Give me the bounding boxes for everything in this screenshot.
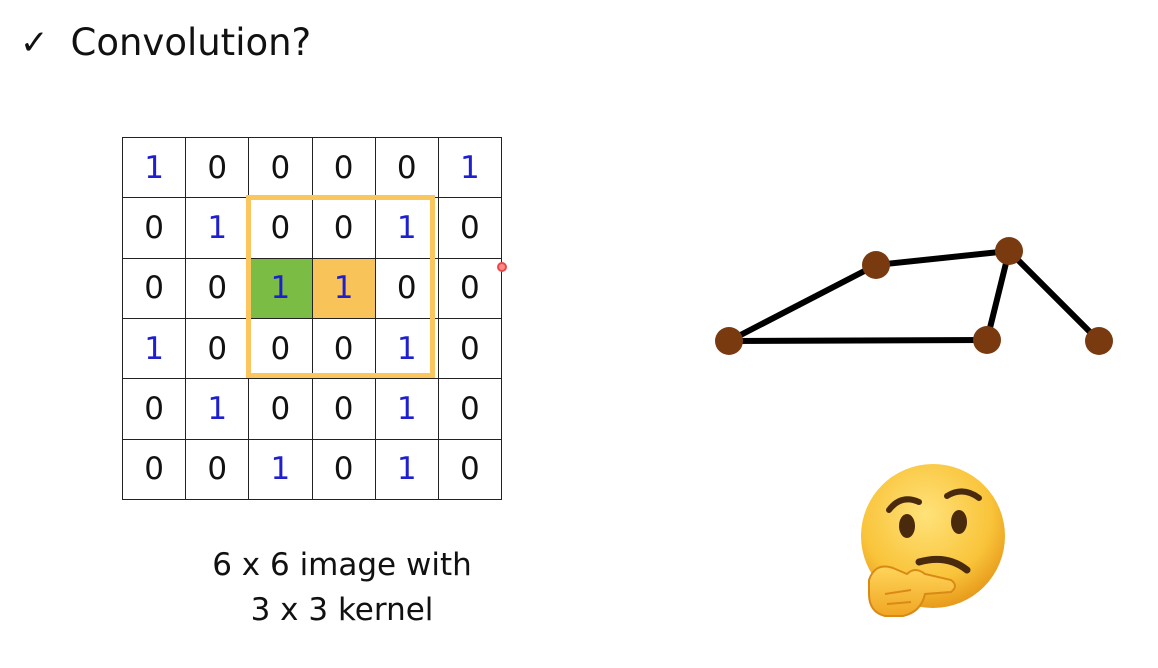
- grid-cell: 0: [312, 198, 376, 259]
- grid-cell: 0: [123, 379, 187, 440]
- grid-cell: 0: [312, 379, 376, 440]
- grid-cell: 1: [375, 198, 439, 259]
- grid-cell: 1: [249, 439, 313, 500]
- graph-edge: [726, 262, 879, 344]
- grid-cell: 1: [123, 138, 187, 199]
- grid-cell: 0: [438, 258, 502, 319]
- grid-cell: 1: [186, 379, 250, 440]
- graph-edge: [873, 248, 1012, 268]
- grid-cell: 0: [438, 198, 502, 259]
- grid-cell: 0: [375, 258, 439, 319]
- graph-node: [715, 327, 743, 355]
- grid-cell: 0: [123, 439, 187, 500]
- checkmark-icon: ✓: [20, 22, 49, 63]
- grid-cell: 0: [438, 439, 502, 500]
- grid-cell: 1: [375, 318, 439, 380]
- cursor-pointer-icon: [497, 262, 507, 272]
- grid-cell: 0: [438, 379, 502, 440]
- graph-node: [1085, 327, 1113, 355]
- grid-cell: 0: [186, 439, 250, 500]
- grid-cell: 0: [312, 439, 376, 500]
- grid-cell: 0: [312, 318, 376, 380]
- caption-line-2: 3 x 3 kernel: [250, 592, 434, 628]
- grid-cell: 1: [375, 439, 439, 500]
- grid-cell: 0: [249, 198, 313, 259]
- grid-cell: 0: [186, 138, 250, 199]
- thinking-face-icon: [861, 464, 1005, 617]
- slide-title: ✓ Convolution?: [20, 24, 311, 61]
- grid-cell: 1: [438, 138, 502, 199]
- grid-cell: 1: [123, 318, 187, 380]
- grid-cell: 1: [312, 258, 376, 319]
- graph-edge: [726, 337, 990, 344]
- grid-cell: 1: [249, 258, 313, 319]
- graph-node: [862, 251, 890, 279]
- graph-edge: [984, 248, 1012, 343]
- graph-node: [995, 237, 1023, 265]
- grid-cell: 0: [249, 379, 313, 440]
- grid-cell: 0: [123, 258, 187, 319]
- caption-line-1: 6 x 6 image with: [212, 547, 472, 583]
- grid-cell: 0: [249, 318, 313, 380]
- title-text: Convolution?: [70, 21, 312, 64]
- graph-edge: [1006, 248, 1102, 344]
- grid-cell: 0: [123, 198, 187, 259]
- grid-cell: 0: [438, 318, 502, 380]
- grid-caption: 6 x 6 image with 3 x 3 kernel: [122, 543, 562, 633]
- grid-cell: 1: [375, 379, 439, 440]
- graph-node: [973, 326, 1001, 354]
